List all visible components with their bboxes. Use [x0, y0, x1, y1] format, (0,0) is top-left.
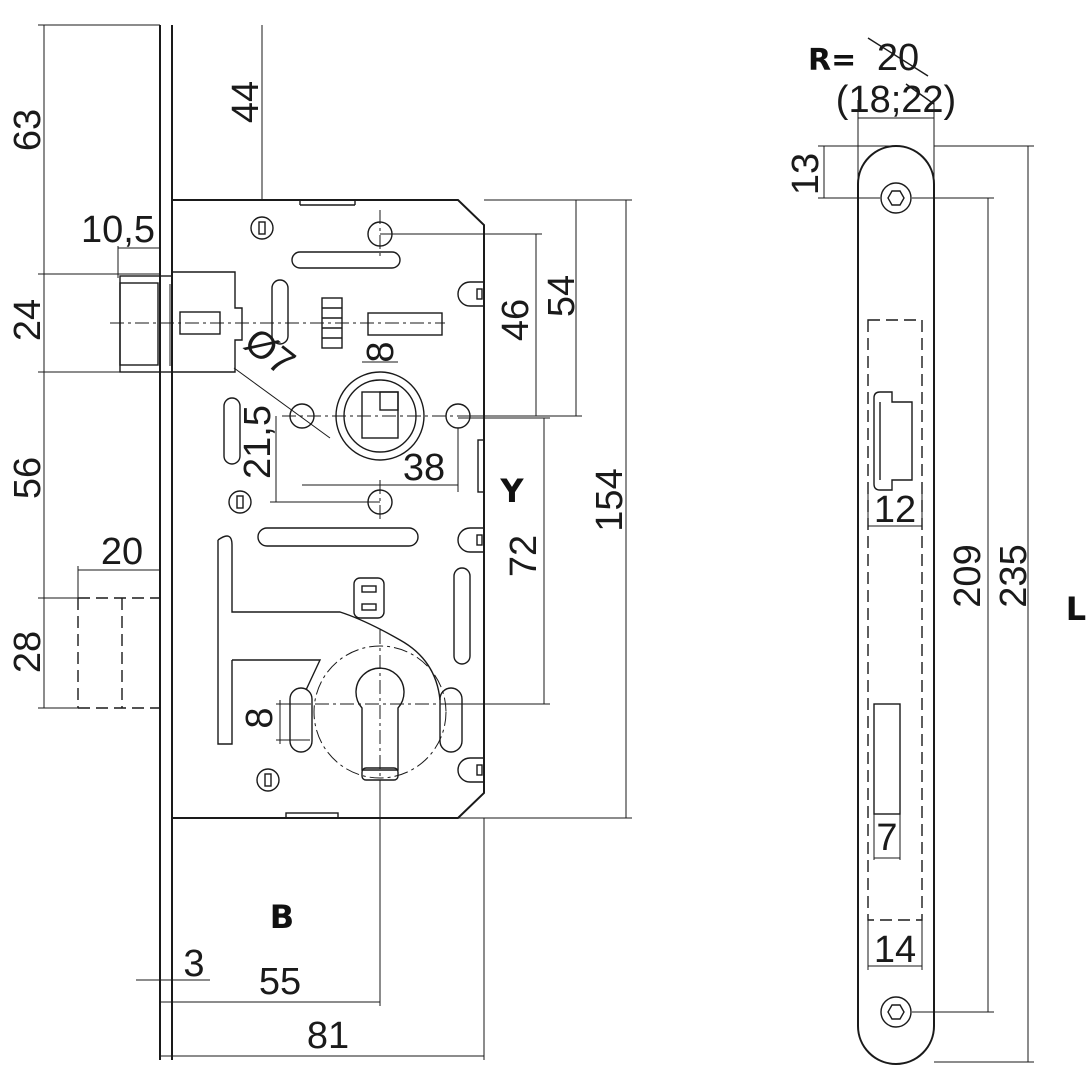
dim-38: 38 [403, 447, 445, 489]
faceplate-dimension-lines [818, 100, 1034, 1063]
left-dimension-lines [38, 24, 160, 709]
latch-bolt [119, 271, 243, 373]
radius-alt: (18;22) [836, 79, 956, 121]
dim-8-top: 8 [360, 341, 402, 362]
radius-strike [867, 37, 929, 77]
dim-209: 209 [947, 544, 989, 607]
radius-alt-strike [905, 83, 935, 105]
lock-body [172, 199, 485, 819]
right-dimension-lines [172, 199, 632, 819]
dim-46: 46 [495, 299, 537, 341]
label-l: L [1066, 590, 1086, 628]
radius-prefix: R= [808, 43, 856, 78]
dim-21-5: 21,5 [237, 405, 279, 479]
mounting-holes [228, 216, 471, 792]
dim-235: 235 [993, 544, 1035, 607]
dim-55: 55 [259, 961, 301, 1003]
dim-10-5: 10,5 [81, 209, 155, 251]
dim-54: 54 [541, 275, 583, 317]
faceplate-front [857, 145, 935, 1065]
label-y: Y [499, 472, 524, 510]
deadbolt [77, 597, 160, 709]
dim-24: 24 [7, 299, 49, 341]
dim-63: 63 [7, 109, 49, 151]
dim-28: 28 [7, 631, 49, 673]
dim-20: 20 [101, 531, 143, 573]
dim-7: 7 [876, 817, 897, 859]
label-b: B [270, 898, 294, 936]
dim-154: 154 [589, 468, 631, 531]
dim-3: 3 [183, 943, 204, 985]
dim-13: 13 [785, 153, 827, 195]
dim-81: 81 [307, 1015, 349, 1057]
dim-56: 56 [7, 457, 49, 499]
center-lines [110, 210, 478, 810]
radius-value: 20 [877, 37, 919, 79]
dim-8-bottom: 8 [239, 707, 281, 728]
dim-phi7: Ø7 [236, 320, 302, 384]
internal-slots [223, 251, 471, 753]
dim-14: 14 [874, 929, 916, 971]
lever-arm [217, 535, 441, 745]
bottom-dimension-lines [136, 790, 485, 1060]
dim-72: 72 [503, 535, 545, 577]
dim-44: 44 [225, 81, 267, 123]
faceplate-side [159, 25, 173, 1060]
dim-12: 12 [874, 489, 916, 531]
